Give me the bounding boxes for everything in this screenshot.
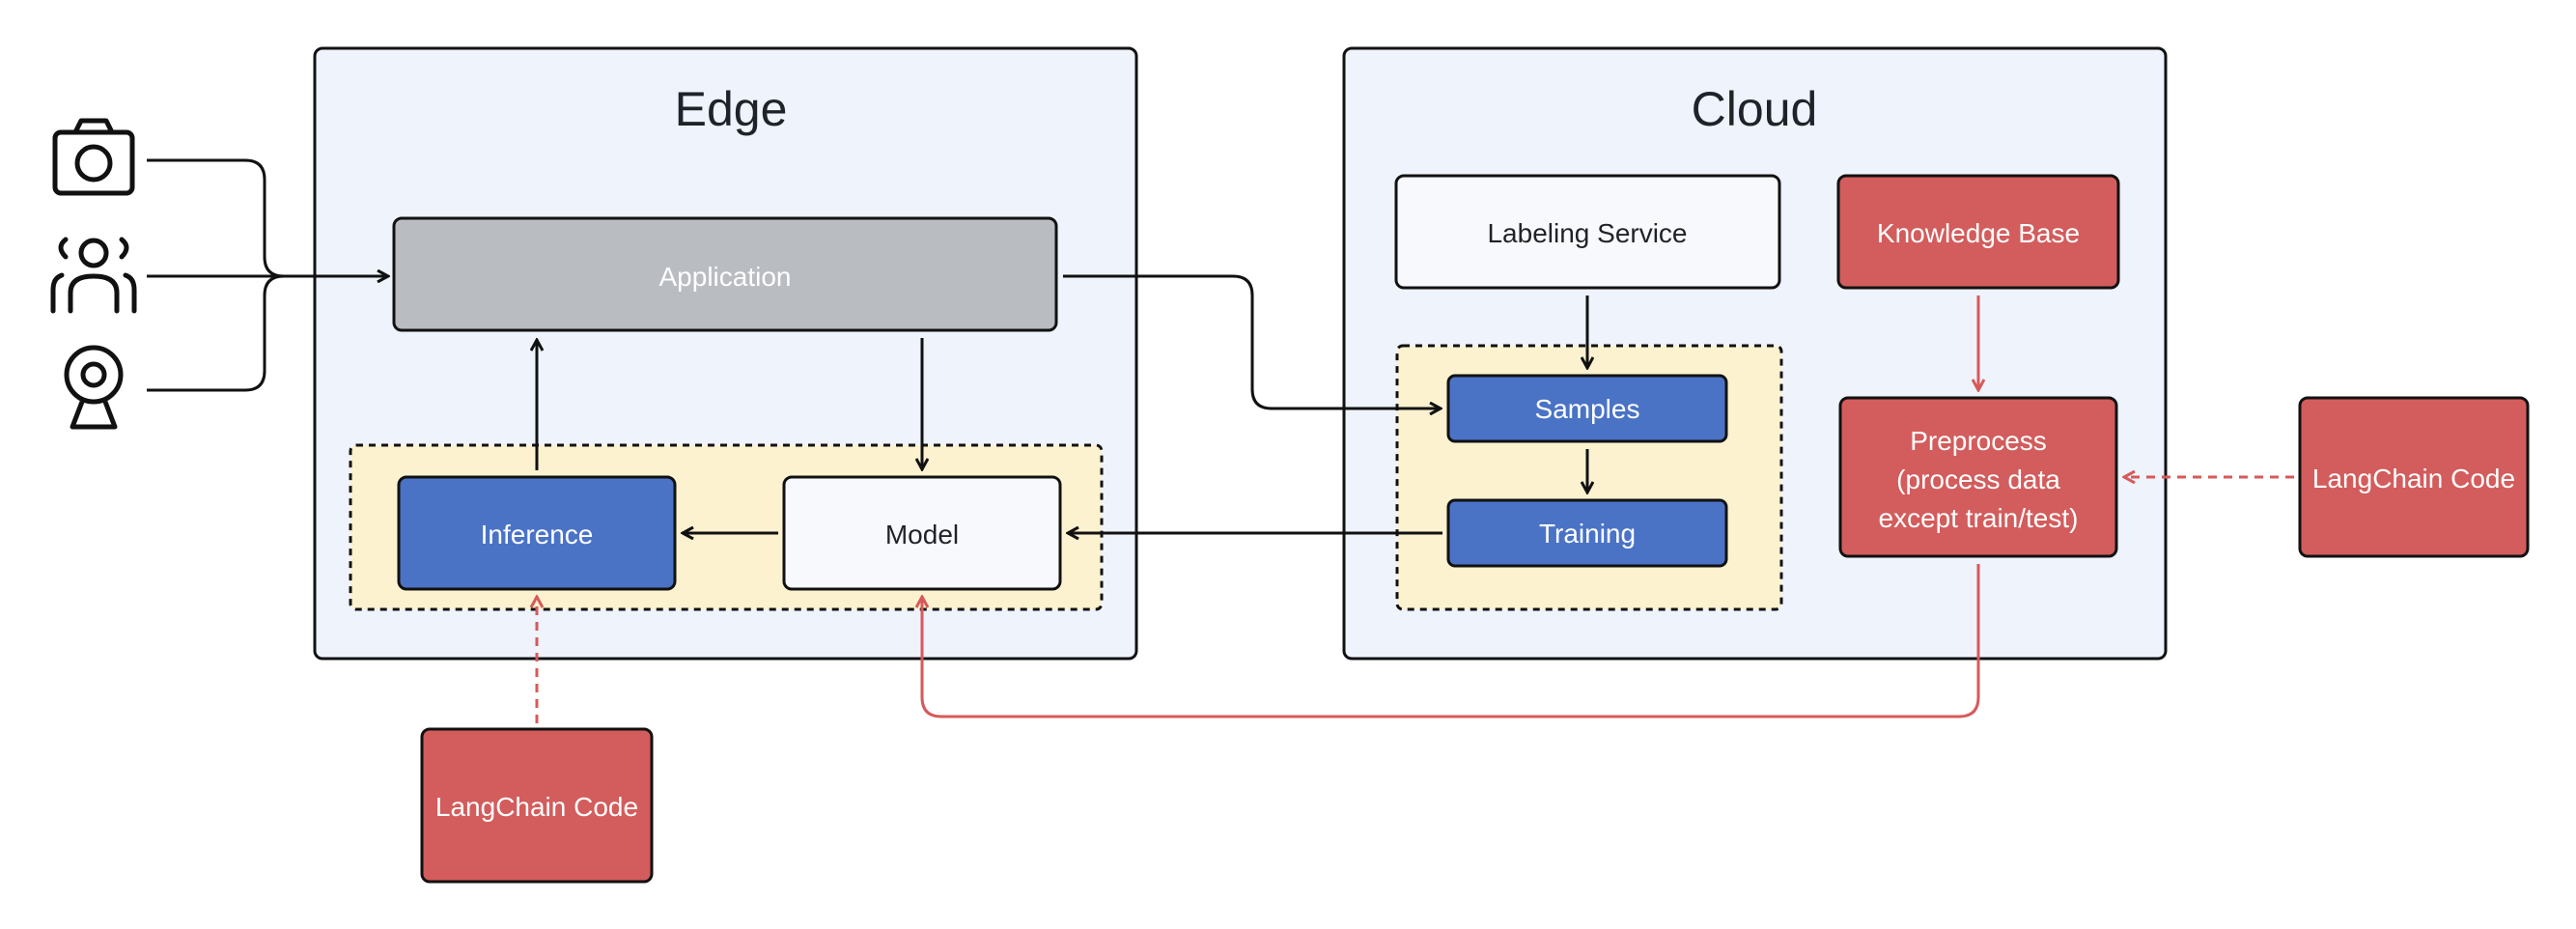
preprocess-box[interactable] [1838, 396, 2118, 558]
application-box[interactable] [392, 216, 1058, 332]
model-label: Model [885, 520, 959, 549]
model-box[interactable] [782, 475, 1062, 591]
application-to-samples-connector [1063, 274, 1441, 408]
training-box[interactable] [1446, 498, 1728, 568]
webcam-icon [64, 345, 124, 430]
inference-label: Inference [481, 520, 594, 549]
edge-langchain-code-label: LangChain Code [435, 792, 638, 822]
external-langchain-code-box[interactable] [2298, 396, 2530, 558]
external-langchain-code-label: LangChain Code [2312, 464, 2515, 493]
preprocess-label-line2: (process data [1896, 464, 2060, 494]
inference-box[interactable] [397, 475, 677, 591]
samples-label: Samples [1535, 394, 1640, 424]
knowledge-base-box[interactable] [1836, 174, 2120, 290]
webcam-to-application-connector [147, 274, 285, 392]
knowledge-base-label: Knowledge Base [1877, 218, 2080, 248]
samples-box[interactable] [1446, 374, 1728, 443]
edge-title: Edge [675, 82, 788, 136]
labeling-service-box[interactable] [1394, 174, 1781, 290]
application-label: Application [659, 262, 792, 292]
preprocess-to-model-connector [922, 564, 1980, 718]
training-label: Training [1539, 519, 1636, 549]
users-icon [50, 237, 137, 314]
preprocess-label-line3: except train/test) [1879, 503, 2079, 533]
labeling-service-label: Labeling Service [1487, 218, 1687, 248]
camera-icon [52, 118, 135, 196]
edge-langchain-code-box[interactable] [420, 727, 654, 884]
preprocess-label-line1: Preprocess [1910, 426, 2047, 456]
cloud-title: Cloud [1692, 82, 1818, 136]
